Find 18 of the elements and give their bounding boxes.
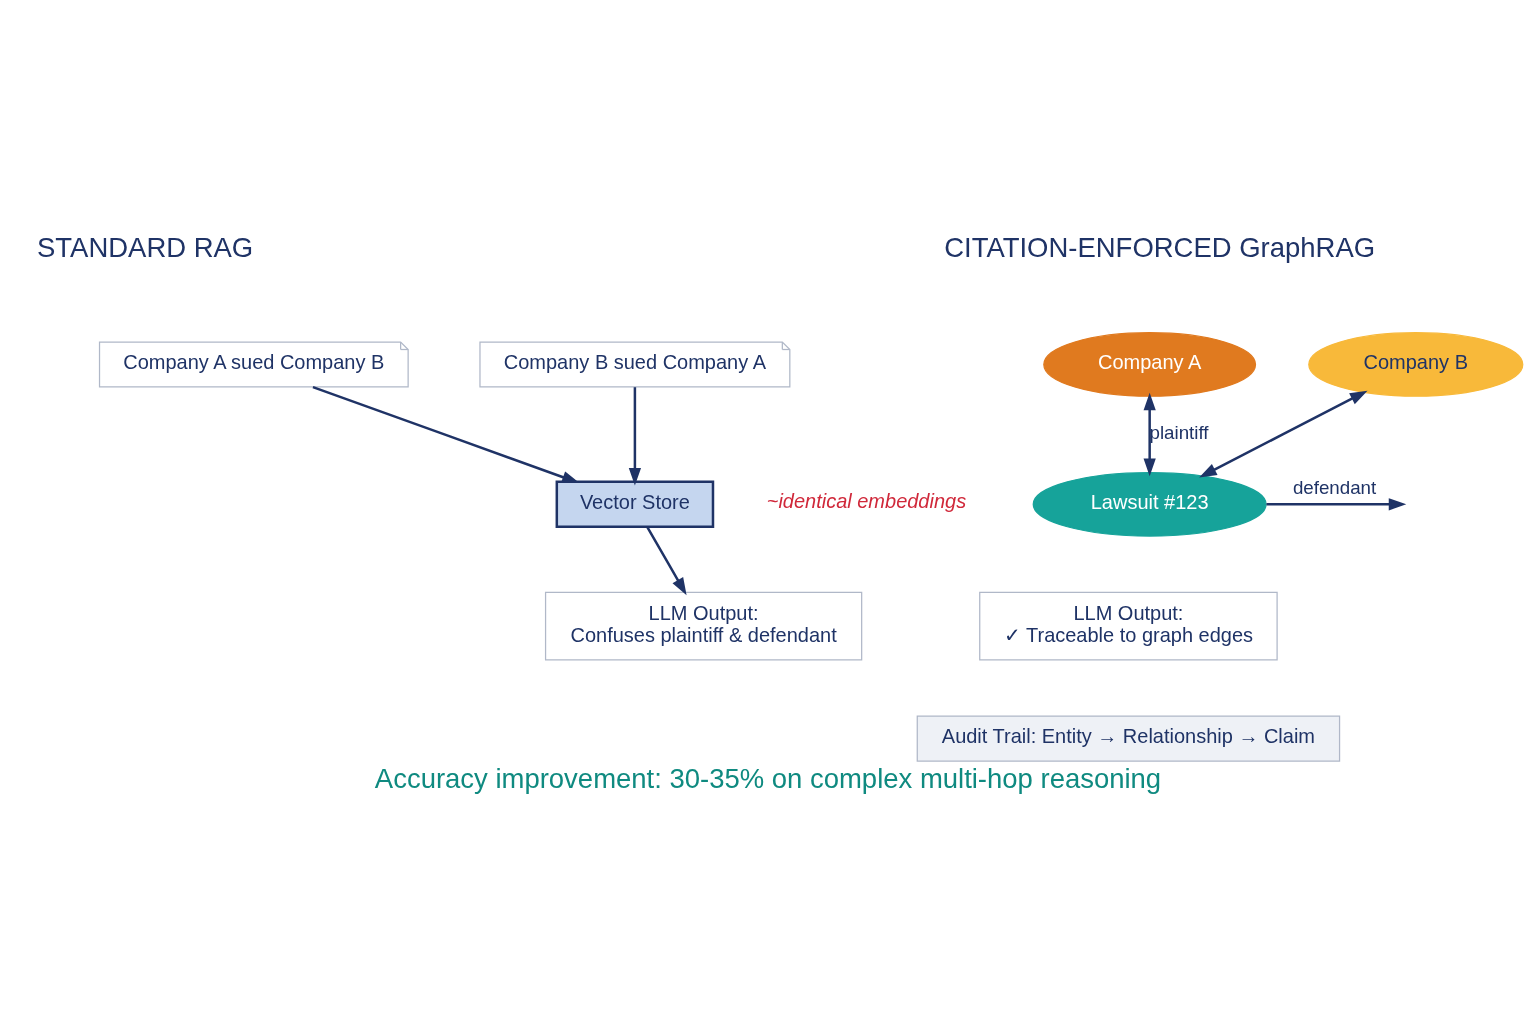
- node-ellipse: Company B: [1308, 331, 1524, 397]
- arrow: [628, 386, 642, 486]
- node-box: LLM Output: ✓ Traceable to graph edges: [979, 591, 1278, 660]
- arrow: [1199, 390, 1368, 478]
- caption: Accuracy improvement: 30-35% on complex multi-hop reasoning: [374, 762, 1162, 794]
- arrow: [1143, 392, 1156, 476]
- arrow: [312, 385, 580, 483]
- arrow: [1266, 497, 1407, 510]
- node-ellipse: Lawsuit #123: [1032, 471, 1267, 537]
- edge-label: defendant: [1292, 476, 1377, 498]
- node-box: Audit Trail: Entity → Relationship → Claim: [916, 714, 1341, 762]
- node-ellipse: Company A: [1043, 331, 1257, 397]
- arrow: [646, 525, 687, 595]
- label: STANDARD RAG: [37, 231, 254, 263]
- label: CITATION-ENFORCED GraphRAG: [944, 231, 1376, 263]
- node-box: Vector Store: [555, 480, 715, 528]
- node-label: ~identical embeddings: [766, 489, 967, 512]
- node-box: LLM Output: Confuses plaintiff & defendant: [544, 591, 863, 660]
